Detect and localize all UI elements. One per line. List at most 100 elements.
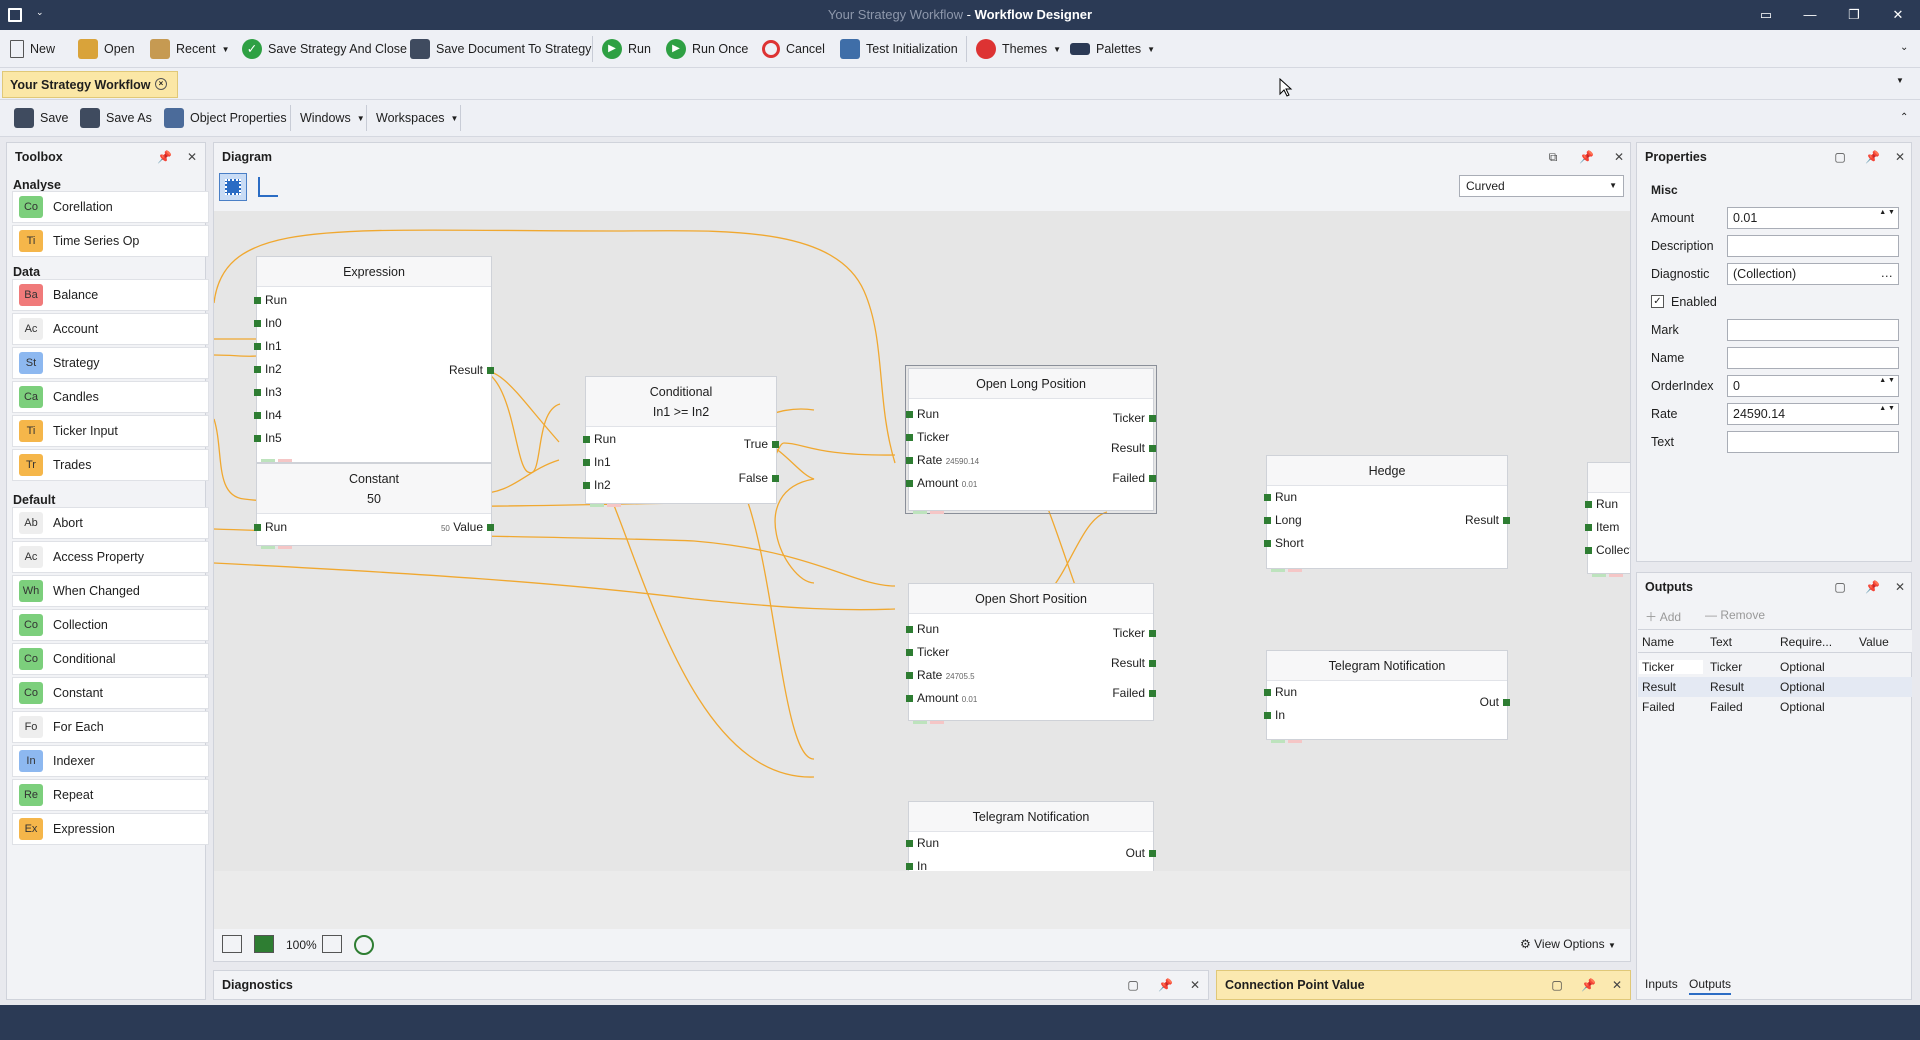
maximize-panel-icon[interactable]: ▢ (1550, 978, 1564, 992)
windows-dropdown[interactable]: Windows▼ (296, 104, 369, 132)
port-connector-icon[interactable] (1585, 547, 1592, 554)
pin-icon[interactable]: 📌 (1581, 978, 1595, 992)
node-telegram2[interactable]: Telegram NotificationRunInOut (908, 801, 1154, 871)
port-connector-icon[interactable] (1585, 501, 1592, 508)
port-connector-icon[interactable] (254, 343, 261, 350)
close-panel-icon[interactable]: ✕ (1612, 150, 1626, 164)
tab-list-dropdown-icon[interactable]: ▼ (1896, 76, 1904, 85)
node-collection[interactable]: RunItemCollect (1587, 462, 1630, 574)
save-document-button[interactable]: Save Document To Strategy (406, 35, 595, 63)
tab-outputs[interactable]: Outputs (1689, 977, 1731, 995)
table-cell[interactable]: Ticker (1639, 660, 1703, 674)
table-cell[interactable]: Result (1642, 680, 1676, 694)
zoom-level[interactable]: 100% (286, 938, 317, 952)
page-view-icon[interactable] (254, 935, 274, 953)
toolbox-item[interactable]: CoCollection (12, 609, 209, 641)
toolbox-item[interactable]: TiTicker Input (12, 415, 209, 447)
toolbox-item[interactable]: AbAbort (12, 507, 209, 539)
spinner-icon[interactable]: ▲ ▼ (1879, 376, 1895, 386)
port-connector-icon[interactable] (254, 366, 261, 373)
toolbox-item[interactable]: WhWhen Changed (12, 575, 209, 607)
port-connector-icon[interactable] (583, 459, 590, 466)
save-strategy-close-button[interactable]: ✓Save Strategy And Close (238, 35, 411, 63)
pin-icon[interactable]: 📌 (1158, 978, 1172, 992)
port-connector-icon[interactable] (583, 436, 590, 443)
test-initialization-button[interactable]: Test Initialization (836, 35, 962, 63)
close-button[interactable]: ✕ (1876, 0, 1920, 30)
port-connector-icon[interactable] (1264, 494, 1271, 501)
port-connector-icon[interactable] (254, 524, 261, 531)
run-button[interactable]: ▶Run (598, 35, 655, 63)
port-connector-icon[interactable] (1149, 475, 1156, 482)
toolbox-item[interactable]: CoConditional (12, 643, 209, 675)
port-connector-icon[interactable] (254, 435, 261, 442)
save-button[interactable]: Save (10, 104, 73, 132)
spinner-icon[interactable]: ▲ ▼ (1879, 404, 1895, 414)
port-connector-icon[interactable] (906, 480, 913, 487)
toolbox-item[interactable]: CoCorellation (12, 191, 209, 223)
select-tool-button[interactable] (219, 173, 247, 201)
node-conditional[interactable]: ConditionalIn1 >= In2RunIn1In2TrueFalse (585, 376, 777, 504)
restore-layout-icon[interactable]: ▭ (1744, 0, 1788, 30)
toolbox-item[interactable]: ReRepeat (12, 779, 209, 811)
cancel-button[interactable]: Cancel (758, 35, 829, 63)
clock-icon[interactable] (354, 935, 374, 955)
property-value-mark[interactable] (1727, 319, 1899, 341)
property-value-diagnostic[interactable]: (Collection)… (1727, 263, 1899, 285)
port-connector-icon[interactable] (772, 441, 779, 448)
close-panel-icon[interactable]: ✕ (1893, 150, 1907, 164)
recent-dropdown[interactable]: Recent▼ (146, 35, 234, 63)
port-connector-icon[interactable] (1264, 689, 1271, 696)
diagram-canvas[interactable]: ExpressionRunIn0In1In2In3In4In5ResultCon… (214, 211, 1630, 871)
themes-dropdown[interactable]: Themes▼ (972, 35, 1065, 63)
port-connector-icon[interactable] (1503, 517, 1510, 524)
toolbox-item[interactable]: InIndexer (12, 745, 209, 777)
maximize-panel-icon[interactable]: ▢ (1833, 150, 1847, 164)
object-properties-button[interactable]: Object Properties (160, 104, 291, 132)
port-connector-icon[interactable] (1149, 690, 1156, 697)
close-tab-icon[interactable]: × (155, 78, 167, 90)
new-button[interactable]: New (6, 35, 59, 63)
port-connector-icon[interactable] (254, 389, 261, 396)
palettes-dropdown[interactable]: Palettes▼ (1066, 35, 1159, 63)
toolbox-item[interactable]: TrTrades (12, 449, 209, 481)
connector-tool-icon[interactable] (258, 177, 278, 197)
toolbox-item[interactable]: ExExpression (12, 813, 209, 845)
port-connector-icon[interactable] (906, 457, 913, 464)
toolbox-item[interactable]: TiTime Series Op (12, 225, 209, 257)
close-panel-icon[interactable]: ✕ (1188, 978, 1202, 992)
table-row[interactable]: FailedFailedOptional (1638, 697, 1912, 717)
toolbox-item[interactable]: CoConstant (12, 677, 209, 709)
property-value-amount[interactable]: 0.01▲ ▼ (1727, 207, 1899, 229)
port-connector-icon[interactable] (254, 297, 261, 304)
pin-icon[interactable]: 📌 (1579, 150, 1593, 164)
port-connector-icon[interactable] (906, 695, 913, 702)
toolbox-item[interactable]: BaBalance (12, 279, 209, 311)
node-open-long[interactable]: Open Long PositionRunTickerRate 24590.14… (908, 368, 1154, 511)
port-connector-icon[interactable] (1149, 660, 1156, 667)
port-connector-icon[interactable] (254, 412, 261, 419)
port-connector-icon[interactable] (906, 649, 913, 656)
toolbox-item[interactable]: CaCandles (12, 381, 209, 413)
port-connector-icon[interactable] (1264, 517, 1271, 524)
node-open-short[interactable]: Open Short PositionRunTickerRate 24705.5… (908, 583, 1154, 721)
port-connector-icon[interactable] (1264, 540, 1271, 547)
fit-to-screen-icon[interactable] (222, 935, 242, 953)
float-icon[interactable]: ⧉ (1546, 150, 1560, 164)
col-required[interactable]: Require... (1780, 635, 1832, 649)
open-button[interactable]: Open (74, 35, 139, 63)
port-connector-icon[interactable] (906, 840, 913, 847)
port-connector-icon[interactable] (906, 863, 913, 870)
port-connector-icon[interactable] (906, 672, 913, 679)
port-connector-icon[interactable] (906, 626, 913, 633)
node-constant[interactable]: Constant50Run50 Value (256, 463, 492, 546)
node-telegram1[interactable]: Telegram NotificationRunInOut (1266, 650, 1508, 740)
port-connector-icon[interactable] (1585, 524, 1592, 531)
port-connector-icon[interactable] (1264, 712, 1271, 719)
enabled-checkbox[interactable]: ✓ (1651, 295, 1664, 308)
toolbar-collapse-icon[interactable]: ⌃ (1900, 112, 1908, 123)
table-cell[interactable]: Failed (1642, 700, 1675, 714)
port-connector-icon[interactable] (254, 320, 261, 327)
close-panel-icon[interactable]: ✕ (1610, 978, 1624, 992)
table-row[interactable]: TickerTickerOptional (1638, 657, 1912, 677)
